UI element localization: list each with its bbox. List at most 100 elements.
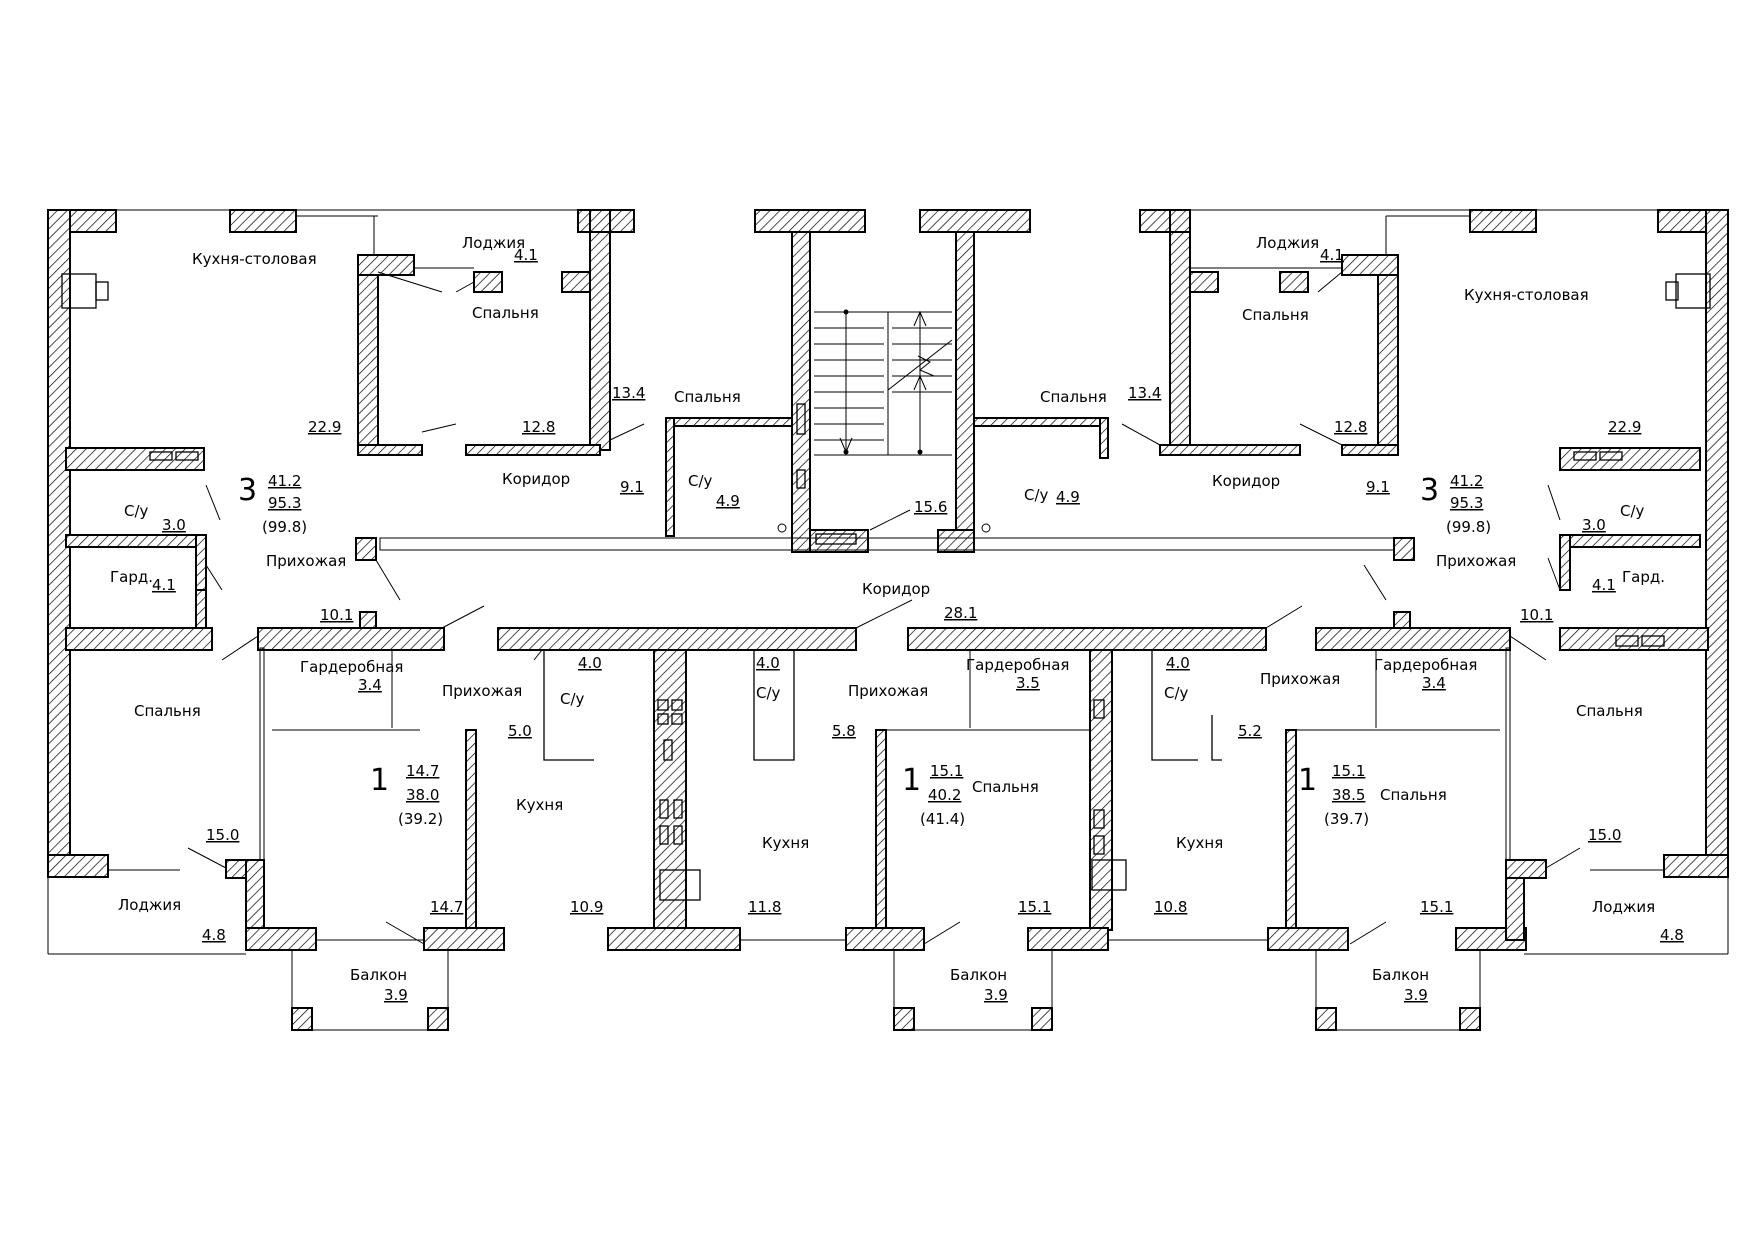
vent-grille-right-icon xyxy=(1573,451,1597,461)
loggia-bottom-right-label: Лоджия xyxy=(1592,898,1655,916)
ward-right-label: Гард. xyxy=(1622,568,1665,586)
area-a-balcony: 3.9 xyxy=(384,986,408,1004)
area-l-loggia-top: 4.1 xyxy=(514,246,538,264)
apt-3r-total-bal: (99.8) xyxy=(1446,518,1491,536)
apt-3r-total: 95.3 xyxy=(1450,494,1483,512)
b-hallway-label: Прихожая xyxy=(848,682,928,700)
area-l-bath: 3.0 xyxy=(162,516,186,534)
corridor-right-label: Коридор xyxy=(1212,472,1280,490)
area-c-bed: 15.1 xyxy=(1420,898,1453,916)
area-r-bed-mid: 13.4 xyxy=(1128,384,1161,402)
area-r-loggia-top: 4.1 xyxy=(1320,246,1344,264)
apt-3r-rooms: 3 xyxy=(1420,473,1439,508)
bath-mid-right-label: С/у xyxy=(1024,486,1049,504)
bath-right-label: С/у xyxy=(1620,502,1645,520)
b-ward-label: Гардеробная xyxy=(966,656,1069,674)
c-balcony-label: Балкон xyxy=(1372,966,1429,984)
bath-left-label: С/у xyxy=(124,502,149,520)
area-main-corridor: 28.1 xyxy=(944,604,977,622)
area-r-kitchen-dining: 22.9 xyxy=(1608,418,1641,436)
area-r-bath-mid: 4.9 xyxy=(1056,488,1080,506)
shaft-vent-icon xyxy=(657,699,669,711)
area-r-corr: 9.1 xyxy=(1366,478,1390,496)
area-c-hall: 5.2 xyxy=(1238,722,1262,740)
room-labels: Кухня-столовая Лоджия Спальня Спальня Ко… xyxy=(110,234,1665,984)
apt-1c-living: 15.1 xyxy=(1332,762,1365,780)
apt-3l-total-bal: (99.8) xyxy=(262,518,307,536)
bedroom-mid-left-label: Спальня xyxy=(674,388,741,406)
area-l-kitchen-dining: 22.9 xyxy=(308,418,341,436)
stove-right-icon xyxy=(1675,273,1711,309)
area-l-bath-mid: 4.9 xyxy=(716,492,740,510)
apartment-1-a: 1 14.7 38.0 (39.2) xyxy=(370,762,443,828)
apt-1b-living: 15.1 xyxy=(930,762,963,780)
area-b-hall: 5.8 xyxy=(832,722,856,740)
apt-1b-total: 40.2 xyxy=(928,786,961,804)
loggia-top-left-label: Лоджия xyxy=(462,234,525,252)
apt-1a-rooms: 1 xyxy=(370,763,389,798)
area-b-kitchen: 11.8 xyxy=(748,898,781,916)
apt-1b-total-bal: (41.4) xyxy=(920,810,965,828)
area-r-ward: 4.1 xyxy=(1592,576,1616,594)
area-l-bed-bottom: 15.0 xyxy=(206,826,239,844)
area-r-loggia-bottom: 4.8 xyxy=(1660,926,1684,944)
apartment-summaries: 3 41.2 95.3 (99.8) 3 41.2 95.3 (99.8) 1 … xyxy=(238,472,1491,828)
bedroom-bottom-left-label: Спальня xyxy=(134,702,201,720)
c-kitchen-label: Кухня xyxy=(1176,834,1223,852)
area-c-bath: 4.0 xyxy=(1166,654,1190,672)
a-balcony-label: Балкон xyxy=(350,966,407,984)
apt-1b-rooms: 1 xyxy=(902,763,921,798)
area-a-bed: 14.7 xyxy=(430,898,463,916)
area-b-bed: 15.1 xyxy=(1018,898,1051,916)
area-b-balcony: 3.9 xyxy=(984,986,1008,1004)
apt-3r-living: 41.2 xyxy=(1450,472,1483,490)
area-l-bed-mid: 13.4 xyxy=(612,384,645,402)
bedroom-top-right-label: Спальня xyxy=(1242,306,1309,324)
vent-grille-left-icon xyxy=(149,451,173,461)
b-bedroom-label: Спальня xyxy=(972,778,1039,796)
bedroom-top-left-label: Спальня xyxy=(472,304,539,322)
area-l-ward: 4.1 xyxy=(152,576,176,594)
b-bath-label: С/у xyxy=(756,684,781,702)
apt-3l-living: 41.2 xyxy=(268,472,301,490)
area-l-corr: 9.1 xyxy=(620,478,644,496)
area-c-ward: 3.4 xyxy=(1422,674,1446,692)
thin-lines xyxy=(47,209,1729,1031)
bedroom-mid-right-label: Спальня xyxy=(1040,388,1107,406)
staircase xyxy=(814,309,953,456)
kitchen-dining-left-label: Кухня-столовая xyxy=(192,250,317,268)
hallway-left-label: Прихожая xyxy=(266,552,346,570)
kitchen-dining-right-label: Кухня-столовая xyxy=(1464,286,1589,304)
apartment-3-left: 3 41.2 95.3 (99.8) xyxy=(238,472,307,536)
apt-1a-total: 38.0 xyxy=(406,786,439,804)
c-bedroom-label: Спальня xyxy=(1380,786,1447,804)
area-a-bath: 4.0 xyxy=(578,654,602,672)
apt-3l-rooms: 3 xyxy=(238,473,257,508)
b-kitchen-label: Кухня xyxy=(762,834,809,852)
area-r-bed-bottom: 15.0 xyxy=(1588,826,1621,844)
apartment-1-c: 1 15.1 38.5 (39.7) xyxy=(1298,762,1369,828)
main-corridor-label: Коридор xyxy=(862,580,930,598)
c-hallway-label: Прихожая xyxy=(1260,670,1340,688)
boiler-b-icon xyxy=(1091,859,1127,891)
apt-1c-rooms: 1 xyxy=(1298,763,1317,798)
area-a-kitchen: 10.9 xyxy=(570,898,603,916)
loggia-bottom-left-label: Лоджия xyxy=(118,896,181,914)
ward-left-label: Гард. xyxy=(110,568,153,586)
apt-3l-total: 95.3 xyxy=(268,494,301,512)
area-c-balcony: 3.9 xyxy=(1404,986,1428,1004)
area-values: 4.1 22.9 12.8 13.4 9.1 4.9 3.0 4.1 10.1 … xyxy=(152,246,1684,1004)
area-b-ward: 3.5 xyxy=(1016,674,1040,692)
bedroom-bottom-right-label: Спальня xyxy=(1576,702,1643,720)
loggia-top-right-label: Лоджия xyxy=(1256,234,1319,252)
a-kitchen-label: Кухня xyxy=(516,796,563,814)
apt-1c-total-bal: (39.7) xyxy=(1324,810,1369,828)
apartment-3-right: 3 41.2 95.3 (99.8) xyxy=(1420,472,1491,536)
walls xyxy=(47,209,1729,1031)
boiler-a-icon xyxy=(659,869,701,901)
b-balcony-label: Балкон xyxy=(950,966,1007,984)
area-l-bed-top: 12.8 xyxy=(522,418,555,436)
area-a-hall: 5.0 xyxy=(508,722,532,740)
area-l-loggia-bottom: 4.8 xyxy=(202,926,226,944)
